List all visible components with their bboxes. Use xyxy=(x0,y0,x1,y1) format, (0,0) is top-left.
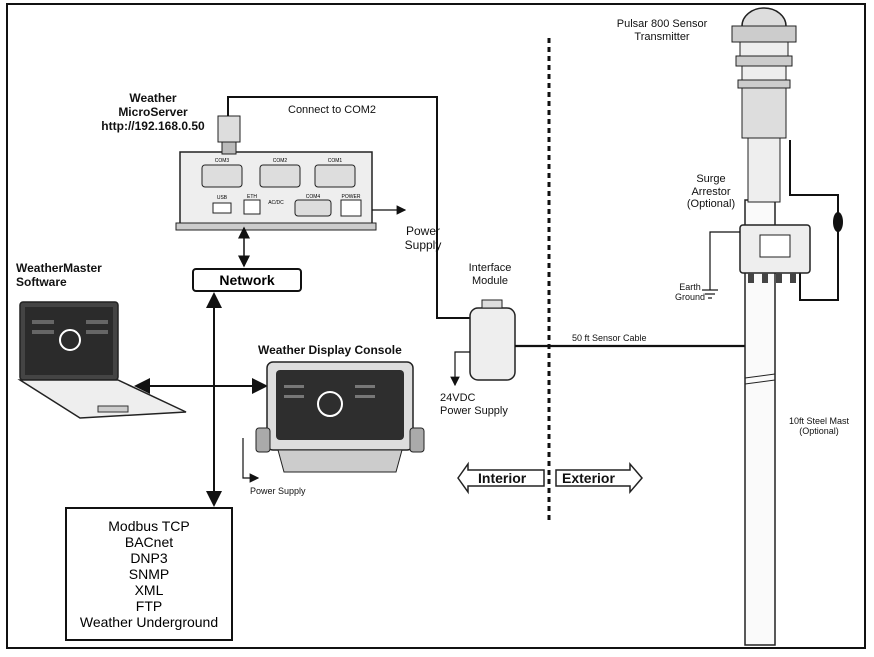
microserver-subtitle: MicroServer xyxy=(118,104,188,119)
console-power-label: Power Supply xyxy=(250,486,306,496)
network-node: Network xyxy=(192,268,302,292)
port-acdc-label: AC/DC xyxy=(268,200,284,206)
sensor-cable-clip-upper xyxy=(833,212,843,232)
protocol-item: BACnet xyxy=(124,534,174,550)
microserver-label: Weather MicroServer http://192.168.0.50 xyxy=(88,91,218,133)
port-com1-label: COM1 xyxy=(328,158,343,164)
sensor-down-cable xyxy=(789,140,839,301)
interface-power-arrow xyxy=(450,351,470,387)
interface-module-label: Interface Module xyxy=(468,262,512,287)
earth-ground-label: Earth Ground xyxy=(674,282,706,303)
laptop-icon xyxy=(17,301,187,419)
surge-arrestor-label: Surge Arrestor (Optional) xyxy=(686,173,736,211)
interior-label: Interior xyxy=(478,470,527,486)
port-com3-label: COM3 xyxy=(215,158,230,164)
pulsar-label: Pulsar 800 Sensor Transmitter xyxy=(616,18,708,43)
port-eth-label: ETH xyxy=(247,194,257,200)
console-power-arrow xyxy=(242,438,260,483)
power-24v-label: 24VDC Power Supply xyxy=(440,392,508,417)
port-usb-label: USB xyxy=(217,195,228,201)
weathermaster-label: WeatherMaster Software xyxy=(16,261,102,289)
com2-connector-plug xyxy=(221,141,237,155)
earth-ground-wire xyxy=(709,231,740,290)
port-com4-label: COM4 xyxy=(306,194,321,200)
earth-ground-icon xyxy=(702,289,718,299)
protocol-item: DNP3 xyxy=(130,550,168,566)
protocol-item: Weather Underground xyxy=(79,614,219,630)
display-console-label: Weather Display Console xyxy=(258,343,402,357)
microserver-url: http://192.168.0.50 xyxy=(101,118,205,133)
com2-cable xyxy=(227,96,470,319)
microserver-device: COM3 COM2 COM1 USB ETH AC/DC COM4 POWER xyxy=(175,151,377,231)
port-com2-label: COM2 xyxy=(273,158,288,164)
protocol-list: Modbus TCP BACnet DNP3 SNMP XML FTP Weat… xyxy=(65,507,233,641)
exterior-arrow xyxy=(555,461,643,495)
connect-com2-label: Connect to COM2 xyxy=(288,104,377,116)
steel-mast-label: 10ft Steel Mast (Optional) xyxy=(788,416,850,437)
power-supply-label: Power Supply xyxy=(404,224,442,252)
port-power-label: POWER xyxy=(342,194,361,200)
protocol-item: XML xyxy=(134,582,164,598)
sensor-cable-label: 50 ft Sensor Cable xyxy=(572,333,647,343)
microserver-title: Weather xyxy=(129,91,177,105)
com2-connector xyxy=(217,115,241,143)
surge-arrestor-icon xyxy=(739,224,811,283)
diagram-frame xyxy=(6,3,866,649)
protocol-item: Modbus TCP xyxy=(108,518,190,534)
protocol-item: FTP xyxy=(135,598,163,614)
interface-module-icon xyxy=(469,299,516,381)
display-console-icon xyxy=(255,361,425,473)
exterior-label: Exterior xyxy=(562,470,615,486)
interior-arrow xyxy=(457,461,545,495)
protocol-item: SNMP xyxy=(128,566,170,582)
pulsar-sensor-icon xyxy=(731,7,797,203)
